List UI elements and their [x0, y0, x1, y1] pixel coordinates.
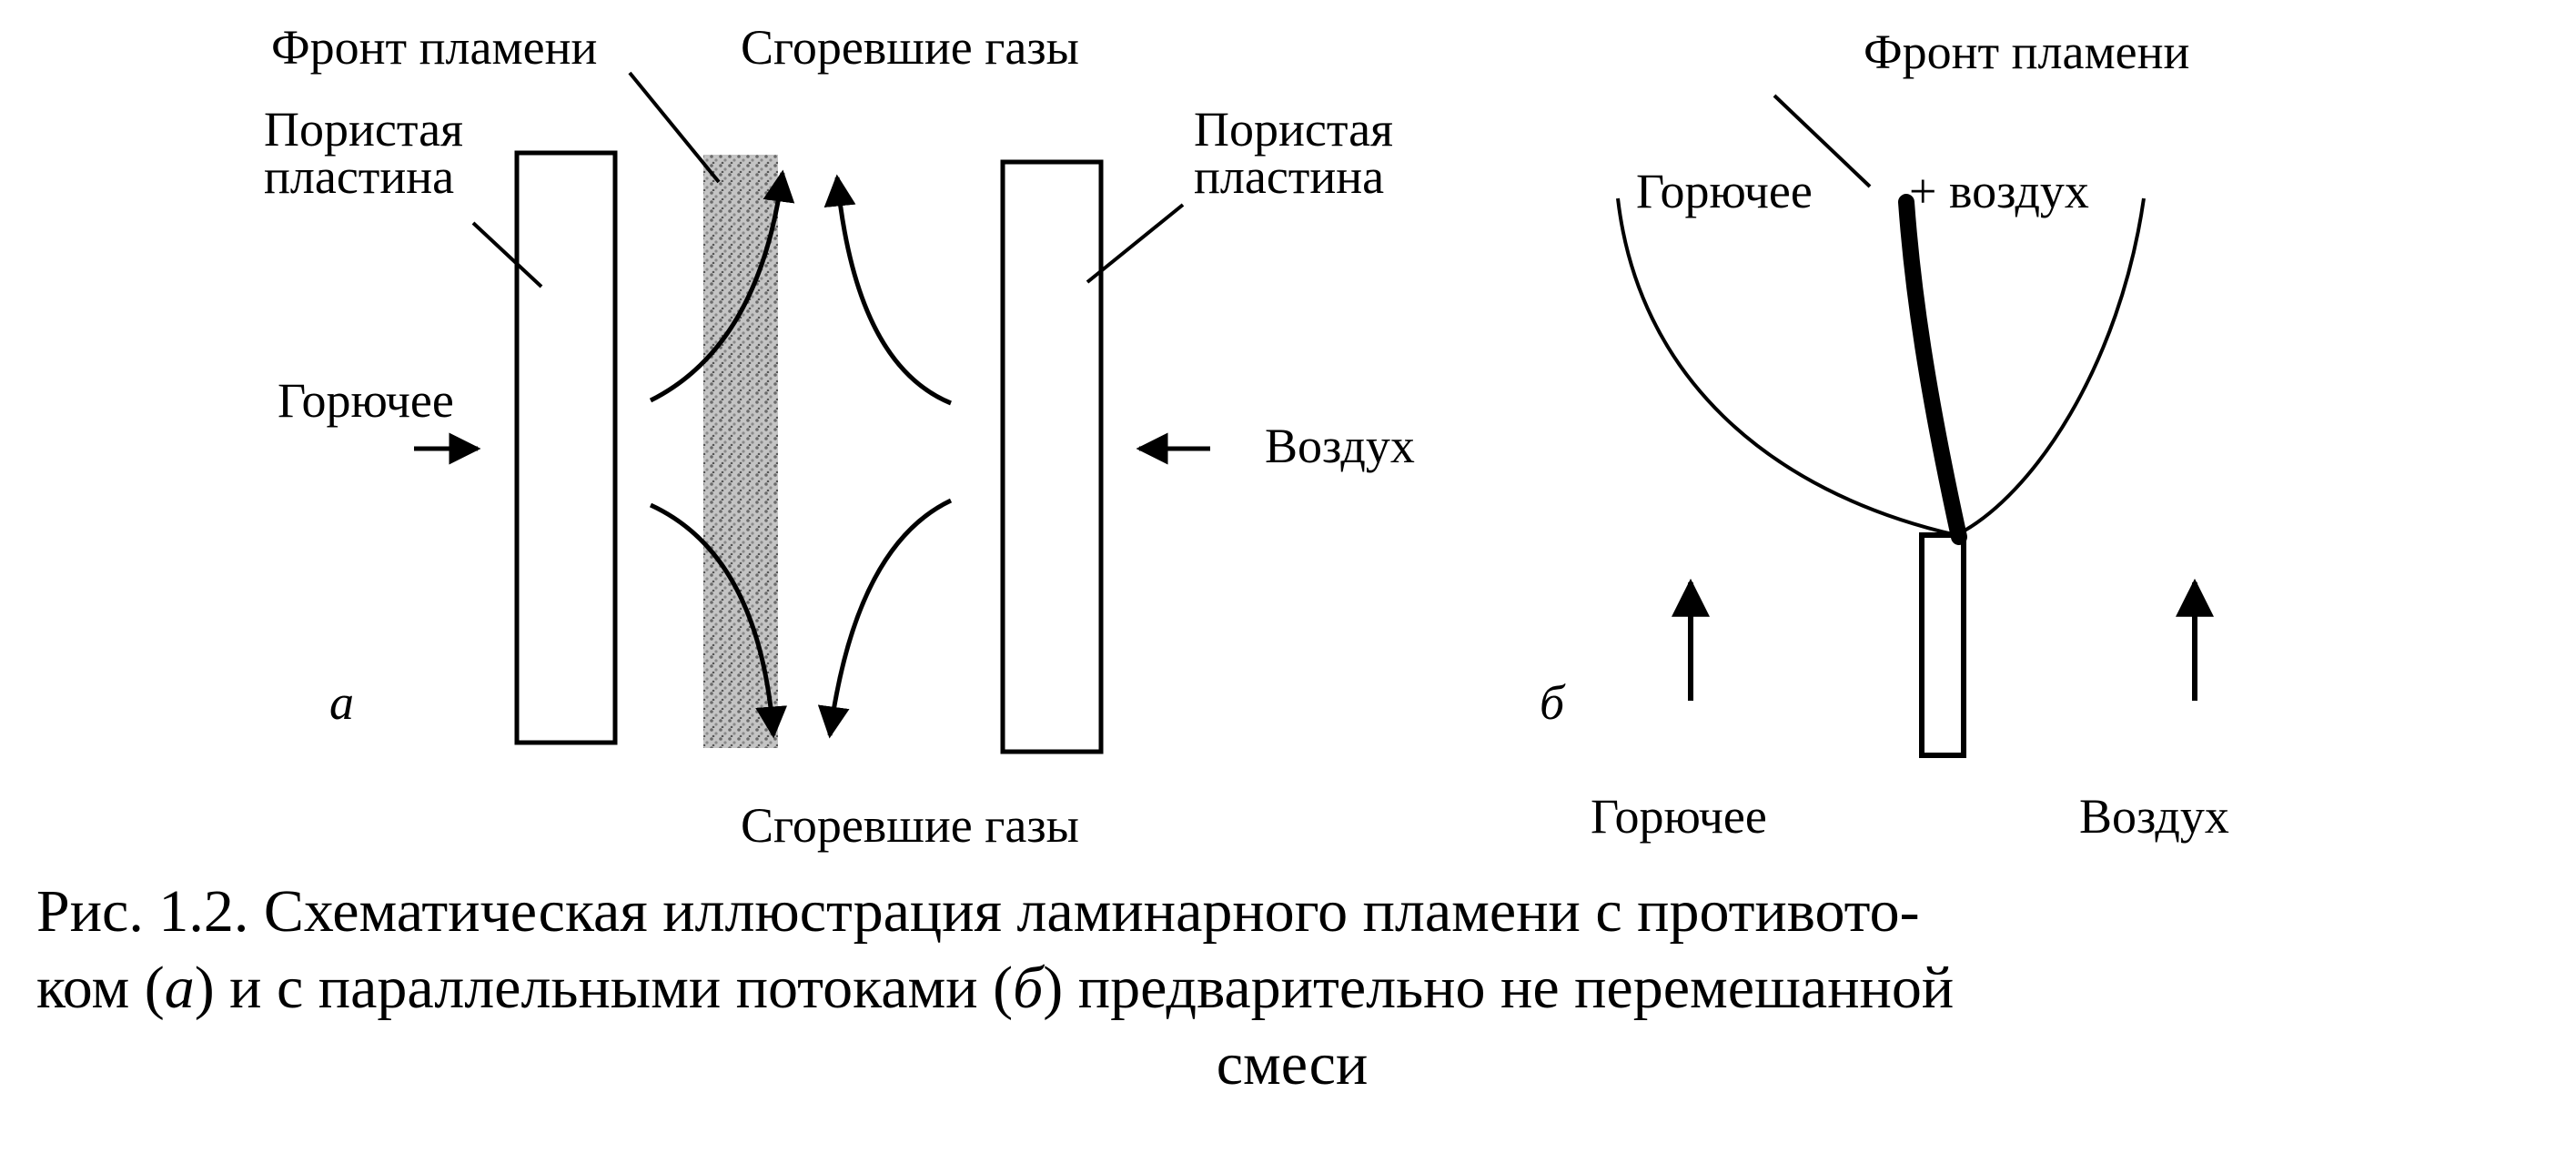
panel-a-tag: а: [329, 675, 354, 730]
panel-b-tag: б: [1540, 675, 1566, 730]
label-air-a: Воздух: [1265, 419, 1415, 473]
plate-left-leader: [471, 221, 543, 288]
plate-right-leader: [1086, 203, 1185, 284]
caption-line-1: Рис. 1.2. Схематическая иллюстрация лами…: [36, 878, 1920, 945]
caption-line-3: смеси: [1216, 1031, 1369, 1097]
label-porous-plate-left-1: Пористая: [264, 102, 463, 157]
caption-line-2: ком (а) и с параллельными потоками (б) п…: [36, 950, 2548, 1027]
flame-front-leader: [628, 71, 721, 184]
mixing-layer-left: [1616, 197, 1957, 537]
flow-arrow-upper-right: [823, 174, 952, 406]
mixing-layer-right: [1955, 197, 2146, 537]
caption-text-part-3: ) предварительно не перемешанной: [1043, 955, 1955, 1021]
figure-caption: Рис. 1.2. Схематическая иллюстрация лами…: [36, 874, 2548, 1103]
porous-plate-left: [514, 150, 618, 745]
caption-letter-b: б: [1013, 955, 1044, 1021]
label-burned-gases-bottom: Сгоревшие газы: [741, 798, 1079, 853]
caption-text-part-2: ) и с параллельными потоками (: [194, 955, 1014, 1021]
caption-text-part-1: ком (: [36, 955, 165, 1021]
label-porous-plate-left-2: пластина: [264, 149, 454, 204]
label-burned-gases-top: Сгоревшие газы: [741, 20, 1079, 75]
label-porous-plate-right-1: Пористая: [1194, 102, 1393, 157]
label-air-bottom-b: Воздух: [2079, 789, 2229, 844]
flow-arrow-upper-left: [649, 169, 795, 403]
panel-a: Фронт пламени Сгоревшие газы Пористая пл…: [264, 20, 1415, 853]
label-fuel-bottom-b: Горючее: [1591, 789, 1767, 844]
porous-plate-right: [1000, 159, 1104, 754]
label-flame-front-b: Фронт пламени: [1864, 25, 2189, 79]
burner-tube: [1919, 532, 1966, 758]
label-fuel-top-b: Горючее: [1636, 164, 1813, 218]
label-fuel-a: Горючее: [278, 373, 454, 428]
label-porous-plate-right-2: пластина: [1194, 149, 1384, 204]
caption-letter-a: а: [164, 955, 195, 1021]
flame-front-b-leader: [1773, 94, 1872, 188]
flame-front-b: [1898, 194, 1967, 545]
flow-arrow-lower-left: [649, 502, 788, 739]
label-flame-front-a: Фронт пламени: [271, 20, 597, 75]
flow-arrow-lower-right: [817, 498, 953, 739]
label-plus-air-b: + воздух: [1909, 164, 2089, 218]
panel-b: Фронт пламени Горючее + воздух Горючее В…: [1540, 25, 2229, 844]
